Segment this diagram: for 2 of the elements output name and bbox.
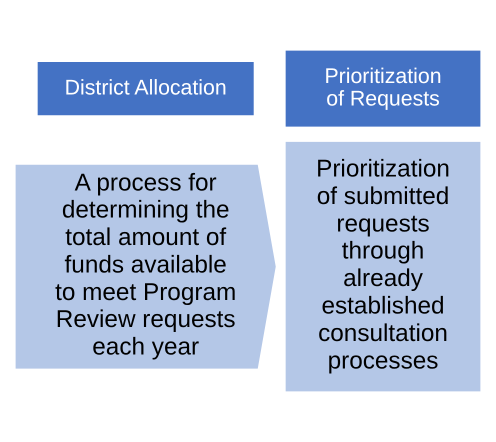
node-box: Prioritization of submitted requests through already established consultation processes (282, 138, 484, 394)
node-box: Prioritization of Requests (282, 48, 484, 130)
